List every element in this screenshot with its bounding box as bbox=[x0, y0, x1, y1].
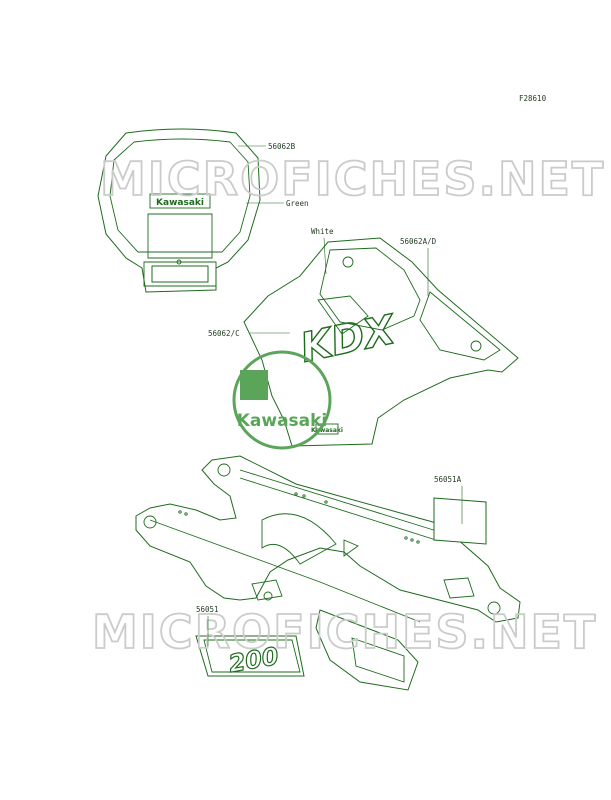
label-56062-c: 56062/C bbox=[208, 329, 240, 338]
label-56051: 56051 bbox=[196, 605, 219, 614]
kawasaki-logo: Kawasaki bbox=[232, 350, 332, 450]
label-56051a: 56051A bbox=[434, 475, 462, 484]
figure-code: F28610 bbox=[519, 94, 547, 103]
kawasaki-headlight-text: Kawasaki bbox=[156, 198, 204, 208]
watermark-top: MICROFICHES.NET bbox=[100, 152, 605, 206]
kawasaki-logo-text: Kawasaki bbox=[237, 411, 328, 431]
decal-56051: 200 bbox=[195, 635, 305, 679]
label-white: White bbox=[311, 227, 334, 236]
label-56062b: 56062B bbox=[268, 142, 296, 151]
kawasaki-decal bbox=[149, 193, 211, 209]
decal-56051a bbox=[433, 497, 487, 545]
swing-arm bbox=[135, 455, 521, 691]
label-56062a-d: 56062A/D bbox=[400, 237, 437, 246]
number-plate-shroud: Kawasaki KDX bbox=[243, 237, 519, 447]
kawasaki-shroud-text: Kawasaki bbox=[311, 427, 343, 434]
label-green: Green bbox=[286, 199, 309, 208]
watermark-bottom: MICROFICHES.NET bbox=[92, 605, 597, 659]
headlight-cowl: Kawasaki bbox=[97, 128, 261, 293]
